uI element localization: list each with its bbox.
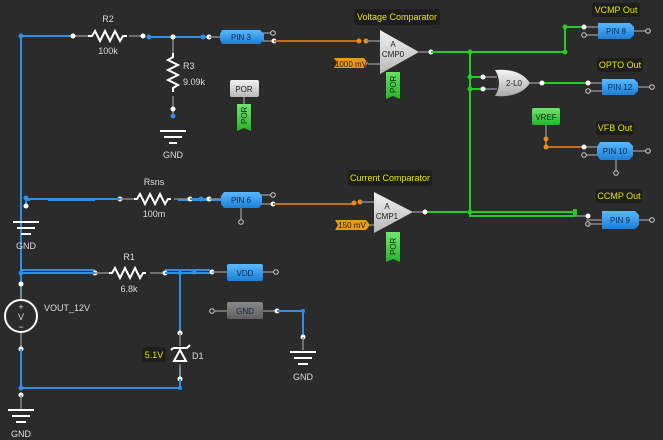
gnd-label: GND xyxy=(163,150,184,160)
pin12-label: PIN 12 xyxy=(608,83,633,92)
gnd-block[interactable]: GND xyxy=(209,302,280,319)
svg-text:OPTO Out: OPTO Out xyxy=(599,60,642,70)
cmp1-channel: A xyxy=(384,202,390,211)
pin3-label: PIN 3 xyxy=(231,33,252,42)
vcmp-out-label: VCMP Out xyxy=(592,3,640,17)
ccmp-out-label: CCMP Out xyxy=(596,189,642,203)
ground-main: GND xyxy=(8,395,34,439)
pin8-label: PIN 8 xyxy=(606,27,627,36)
svg-text:POR: POR xyxy=(389,75,398,93)
r1-value: 6.8k xyxy=(120,284,138,294)
pin9-label: PIN 9 xyxy=(610,216,631,225)
or-gate-2-l0[interactable]: 2-L0 xyxy=(480,69,545,97)
svg-text:VCMP Out: VCMP Out xyxy=(595,5,638,15)
cmp1-por: POR xyxy=(386,232,400,262)
d1-voltage: 5.1V xyxy=(145,350,164,360)
pin-12[interactable]: PIN 12 xyxy=(585,79,655,95)
vfb-out-label: VFB Out xyxy=(596,121,634,135)
vdd-label: VDD xyxy=(237,269,254,278)
voltage-source-vout-12v[interactable]: + V − VOUT_12V xyxy=(4,281,90,352)
pin-9[interactable]: PIN 9 xyxy=(585,211,655,229)
svg-text:GND: GND xyxy=(11,429,32,439)
svg-text:−: − xyxy=(18,322,23,332)
svg-text:150 mV: 150 mV xyxy=(338,221,366,230)
d1-name: D1 xyxy=(192,351,204,361)
vsource-name: VOUT_12V xyxy=(44,303,90,313)
vref-label: VREF xyxy=(535,113,556,122)
rsns-name: Rsns xyxy=(144,177,165,187)
svg-text:1000 mV: 1000 mV xyxy=(335,60,368,69)
por-tag: POR xyxy=(240,106,249,124)
comparator-cmp0[interactable]: A CMP0 xyxy=(368,30,434,74)
svg-text:GND: GND xyxy=(16,241,37,251)
vdd-pin[interactable]: VDD xyxy=(212,264,279,281)
resistor-r3[interactable]: R3 9.09k xyxy=(165,53,206,92)
cmp0-name: CMP0 xyxy=(382,50,405,59)
gnd-block-label: GND xyxy=(236,307,254,316)
svg-text:VFB Out: VFB Out xyxy=(598,123,633,133)
ground-rsns: GND xyxy=(13,221,39,251)
cmp1-name: CMP1 xyxy=(376,212,399,221)
cmp0-por: POR xyxy=(386,68,400,99)
wire-net-logic xyxy=(425,24,602,221)
opto-out-label: OPTO Out xyxy=(597,58,643,72)
cmp0-channel: A xyxy=(390,40,396,49)
pin-10[interactable]: PIN 10 xyxy=(581,142,651,176)
pin6-label: PIN 6 xyxy=(231,196,252,205)
svg-text:CCMP Out: CCMP Out xyxy=(597,191,641,201)
or-gate-label: 2-L0 xyxy=(506,79,523,88)
ground-gnd-block: GND xyxy=(290,337,316,382)
resistor-r1[interactable]: R1 6.8k xyxy=(92,252,168,294)
r2-value: 100k xyxy=(98,46,118,56)
r3-value: 9.09k xyxy=(183,77,206,87)
por-block[interactable]: POR POR xyxy=(230,80,259,131)
pin-6[interactable]: PIN 6 xyxy=(209,192,276,225)
zener-diode-d1[interactable]: 5.1V D1 xyxy=(142,273,204,390)
r2-name: R2 xyxy=(102,14,114,24)
pin-8[interactable]: PIN 8 xyxy=(581,23,651,39)
resistor-rsns[interactable]: Rsns 100m xyxy=(117,177,193,219)
resistor-r2[interactable]: R2 100k xyxy=(70,14,146,56)
svg-text:GND: GND xyxy=(293,372,314,382)
rsns-value: 100m xyxy=(143,209,166,219)
vsource-symbol: V xyxy=(18,312,24,322)
voltage-comparator-title: Voltage Comparator xyxy=(354,9,440,25)
r3-name: R3 xyxy=(183,61,195,71)
vref-block[interactable]: VREF xyxy=(532,108,560,139)
cmp1-reference[interactable]: 150 mV xyxy=(335,220,370,230)
cmp0-reference[interactable]: 1000 mV xyxy=(334,58,368,69)
por-block-label: POR xyxy=(235,85,253,94)
pin10-label: PIN 10 xyxy=(603,147,628,156)
current-comparator-title: Current Comparator xyxy=(348,170,432,186)
svg-text:POR: POR xyxy=(389,237,398,255)
pin-3[interactable]: PIN 3 xyxy=(209,30,277,44)
comparator-cmp1[interactable]: A CMP1 xyxy=(370,192,428,233)
svg-text:Current Comparator: Current Comparator xyxy=(350,173,430,183)
svg-text:+: + xyxy=(18,302,23,312)
svg-text:Voltage Comparator: Voltage Comparator xyxy=(357,12,437,22)
r1-name: R1 xyxy=(123,252,135,262)
ground-r3: GND xyxy=(160,130,186,160)
